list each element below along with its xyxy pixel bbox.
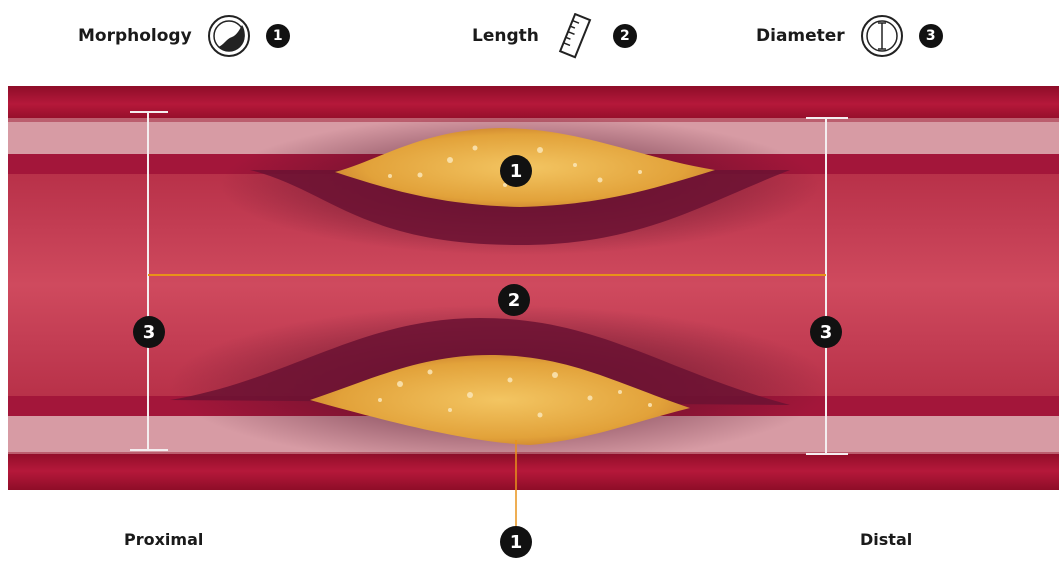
- marker-plaque-bottom: 1: [500, 526, 532, 558]
- legend-morphology: Morphology 1: [78, 14, 290, 58]
- legend-diameter-number: 3: [919, 24, 943, 48]
- marker-plaque-top: 1: [500, 155, 532, 187]
- morphology-icon: [206, 13, 252, 59]
- marker-diameter-left: 3: [133, 316, 165, 348]
- legend-morphology-label: Morphology: [78, 26, 192, 46]
- ruler-icon: [553, 13, 599, 59]
- legend-diameter: Diameter 3: [756, 14, 943, 58]
- legend-morphology-number: 1: [266, 24, 290, 48]
- proximal-label: Proximal: [124, 530, 203, 549]
- legend-diameter-label: Diameter: [756, 26, 845, 46]
- legend-length-number: 2: [613, 24, 637, 48]
- distal-label: Distal: [860, 530, 912, 549]
- legend-length-label: Length: [472, 26, 539, 46]
- legend-length: Length 2: [472, 14, 637, 58]
- diameter-icon: [859, 13, 905, 59]
- marker-length: 2: [498, 284, 530, 316]
- marker-diameter-right: 3: [810, 316, 842, 348]
